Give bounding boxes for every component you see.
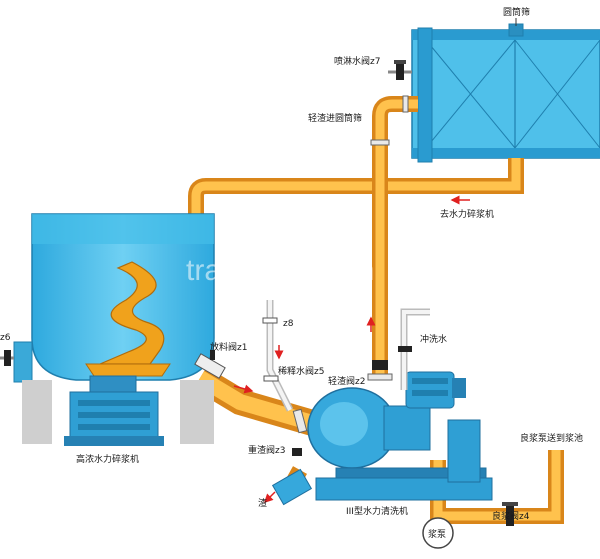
pulper-drive: [64, 375, 164, 446]
watermark: trade.china.cn: [186, 254, 374, 287]
cleaner-motor: [405, 371, 481, 483]
z6-label: z6: [0, 333, 11, 343]
dilution-valve-label: 稀释水阀z5: [278, 365, 324, 377]
light-residue-inlet-label: 轻渣进圆筒筛: [308, 112, 362, 124]
spray-valve-label: 喷淋水阀z7: [334, 55, 380, 67]
pipe-flanges: [292, 95, 409, 434]
flush-water-pipe: [398, 308, 430, 390]
to-pulper-label: 去水力碎浆机: [440, 208, 494, 220]
good-pulp-valve-z4: [502, 502, 518, 526]
good-pulp-to-tank-label: 良浆泵送到浆池: [520, 432, 583, 444]
pipe-network: [188, 96, 564, 524]
z8-label: z8: [283, 319, 294, 329]
spray-valve-z7: [388, 60, 412, 80]
dilution-pipe: [262, 300, 294, 412]
heavy-residue-valve-label: 重渣阀z3: [248, 444, 285, 456]
hd-pulper: [13, 213, 215, 444]
light-residue-valve-z2: [372, 360, 388, 370]
valve-z6: [0, 350, 14, 366]
flow-arrows: [233, 195, 470, 504]
heavy-residue-valve-z3: [271, 448, 313, 506]
discharge-valve-label: 放料阀z1: [210, 341, 247, 353]
pulp-pump-label: 浆泵: [428, 528, 446, 540]
pulp-pump: [422, 517, 454, 549]
light-residue-valve-label: 轻渣阀z2: [328, 375, 365, 387]
discharge-valve-z1: [194, 350, 226, 379]
drum-screen-label: 圆筒筛: [503, 6, 530, 18]
type3-cleaner-label: III型水力清洗机: [346, 505, 408, 517]
good-pulp-valve-label: 良浆阀z4: [492, 510, 530, 522]
hd-pulper-label: 高浓水力碎浆机: [76, 453, 139, 465]
residue-label: 渣: [258, 497, 267, 509]
flush-water-label: 冲洗水: [420, 333, 447, 345]
drum-screen: [411, 18, 600, 163]
